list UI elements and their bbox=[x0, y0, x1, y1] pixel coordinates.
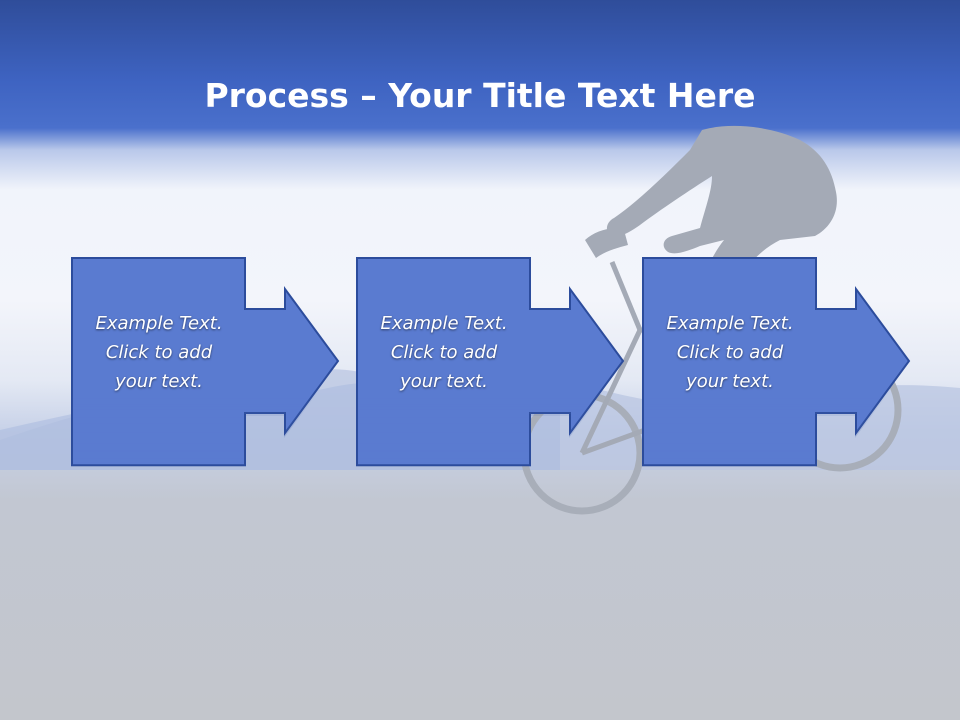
step-2-line-1: Example Text. bbox=[380, 313, 508, 334]
step-1-shape bbox=[71, 257, 340, 466]
title-bold: Process bbox=[204, 76, 349, 116]
step-2-line-3: your text. bbox=[400, 371, 488, 392]
slide-title: Process – Your Title Text Here bbox=[0, 74, 960, 118]
shapes-reflection bbox=[71, 387, 911, 467]
step-2-line-2: Click to add bbox=[390, 342, 498, 363]
step-1-line-2: Click to add bbox=[105, 342, 213, 363]
step-1-line-3: your text. bbox=[115, 371, 203, 392]
step-2-shape bbox=[356, 257, 625, 466]
step-3-line-3: your text. bbox=[686, 371, 774, 392]
step-3-shape bbox=[642, 257, 911, 466]
title-rest: – Your Title Text Here bbox=[348, 76, 756, 116]
step-2-text[interactable]: Example Text. Click to add your text. bbox=[360, 309, 528, 396]
step-3-text[interactable]: Example Text. Click to add your text. bbox=[646, 309, 814, 396]
step-3-line-2: Click to add bbox=[676, 342, 784, 363]
step-1-line-1: Example Text. bbox=[95, 313, 223, 334]
step-1-text[interactable]: Example Text. Click to add your text. bbox=[75, 309, 243, 396]
step-3-line-1: Example Text. bbox=[666, 313, 794, 334]
